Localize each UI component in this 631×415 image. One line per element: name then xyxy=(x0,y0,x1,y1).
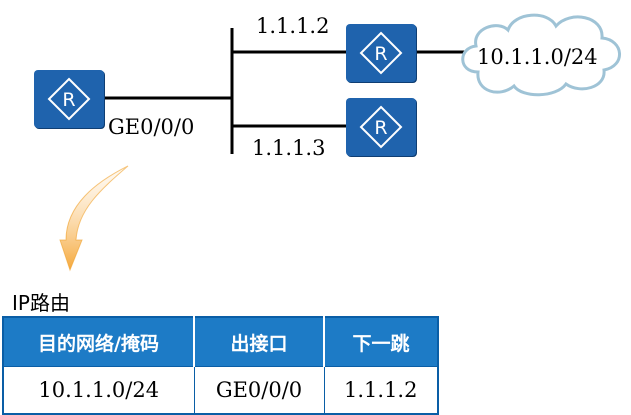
cell-interface: GE0/0/0 xyxy=(193,366,325,415)
router-glyph: R xyxy=(374,117,387,139)
curved-arrow-icon xyxy=(59,165,129,272)
router-local: R xyxy=(34,70,104,128)
routing-table-caption: IP路由 xyxy=(12,291,70,315)
neighbor-ip-label: 1.1.1.3 xyxy=(252,136,326,160)
routing-table: 目的网络/掩码 出接口 下一跳 10.1.1.0/24 GE0/0/0 1.1.… xyxy=(2,316,439,415)
cell-destination: 10.1.1.0/24 xyxy=(2,366,195,415)
column-header-destination: 目的网络/掩码 xyxy=(3,317,195,367)
router-icon: R xyxy=(359,31,403,75)
router-glyph: R xyxy=(374,43,387,65)
interface-label: GE0/0/0 xyxy=(108,115,195,139)
neighbor-ip-label: 1.1.1.2 xyxy=(256,14,330,38)
cell-next-hop: 1.1.1.2 xyxy=(323,366,439,415)
column-header-next-hop: 下一跳 xyxy=(323,317,438,367)
column-header-interface: 出接口 xyxy=(193,317,325,367)
table-header-row: 目的网络/掩码 出接口 下一跳 xyxy=(3,317,438,367)
router-neighbor-1: R xyxy=(346,24,416,82)
router-icon: R xyxy=(47,77,91,121)
router-glyph: R xyxy=(62,89,75,111)
table-row: 10.1.1.0/24 GE0/0/0 1.1.1.2 xyxy=(2,366,439,415)
cloud-network-label: 10.1.1.0/24 xyxy=(477,45,598,69)
cloud-icon xyxy=(461,13,621,97)
router-neighbor-2: R xyxy=(346,98,416,156)
router-icon: R xyxy=(359,105,403,149)
